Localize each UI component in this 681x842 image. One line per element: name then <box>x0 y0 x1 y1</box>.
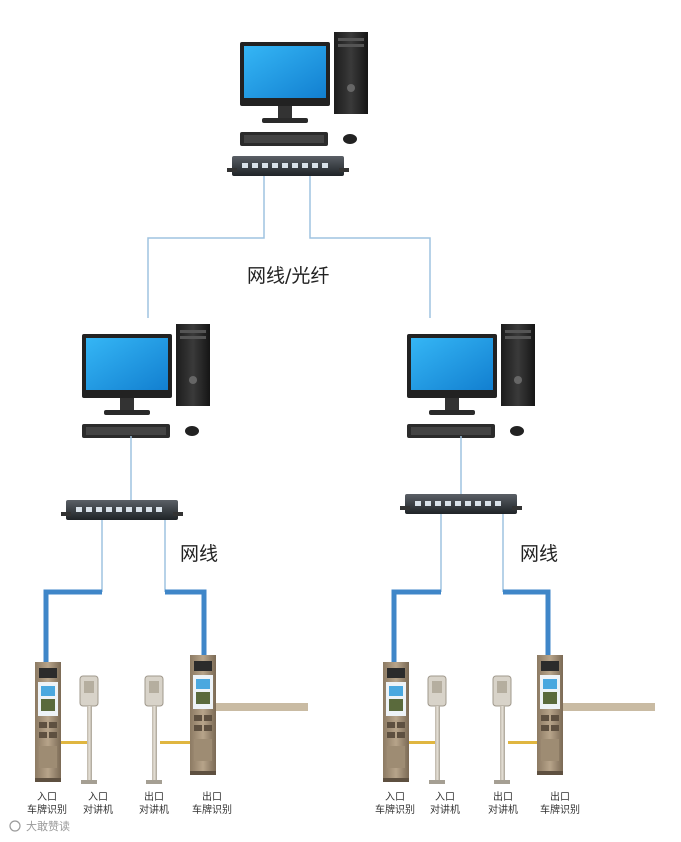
caption-line1: 出口 <box>144 790 164 803</box>
fiber-link-right <box>309 176 431 318</box>
top-switch <box>227 156 349 176</box>
caption-line1: 出口 <box>202 790 222 803</box>
left-switch <box>61 500 183 520</box>
right-entry-intercom <box>427 675 447 785</box>
right-switch <box>400 494 522 514</box>
caption-line1: 入口 <box>37 792 57 803</box>
caption-line2: 对讲机 <box>488 803 518 816</box>
left-computer <box>82 324 210 438</box>
caption-line1: 入口 <box>385 792 405 803</box>
top-computer <box>240 32 368 146</box>
fiber-link-left <box>147 176 265 318</box>
left-exit-intercom <box>144 675 190 785</box>
caption-line1: 入口 <box>88 792 108 803</box>
caption-line2: 车牌识别 <box>375 803 415 816</box>
right-entry-gate <box>383 662 437 782</box>
caption-line1: 出口 <box>550 790 570 803</box>
right-exit-intercom <box>492 675 538 785</box>
right-ethernet-links <box>391 514 551 662</box>
link-label-left: 网线 <box>180 543 218 565</box>
watermark-text: 大敢赞读 <box>26 819 70 833</box>
left-ethernet-links <box>43 520 207 662</box>
left-exit-gate <box>190 655 308 775</box>
right-exit-gate <box>537 655 655 775</box>
caption-line1: 出口 <box>493 790 513 803</box>
link-label-top: 网线/光纤 <box>247 265 329 287</box>
caption-line1: 入口 <box>435 792 455 803</box>
caption-line2: 车牌识别 <box>192 803 232 816</box>
watermark: 大敢赞读 <box>9 819 70 833</box>
link-label-right: 网线 <box>520 543 558 565</box>
caption-line2: 对讲机 <box>430 803 460 816</box>
left-device-captions: 入口 车牌识别 入口 对讲机 出口 对讲机 出口 车牌识别 <box>27 790 232 816</box>
left-entry-intercom <box>79 675 99 785</box>
right-computer <box>407 324 535 438</box>
left-entry-gate <box>35 662 91 782</box>
caption-line2: 对讲机 <box>139 803 169 816</box>
caption-line2: 车牌识别 <box>27 803 67 816</box>
caption-line2: 对讲机 <box>83 803 113 816</box>
right-device-captions: 入口 车牌识别 入口 对讲机 出口 对讲机 出口 车牌识别 <box>375 790 580 816</box>
caption-line2: 车牌识别 <box>540 803 580 816</box>
